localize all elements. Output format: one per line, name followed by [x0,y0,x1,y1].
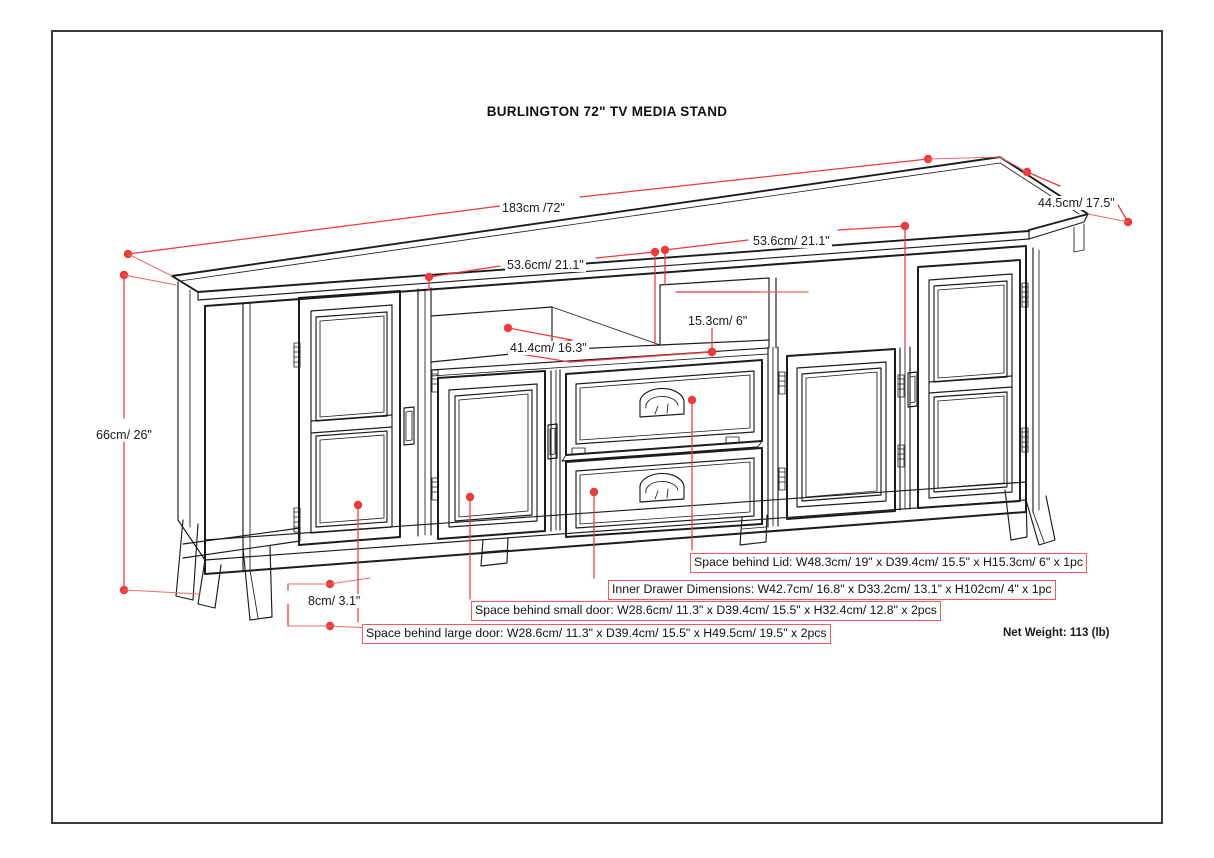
net-weight-label: Net Weight: 113 (lb) [1003,627,1110,639]
callout-space-behind-large-door: Space behind large door: W28.6cm/ 11.3" … [362,624,831,644]
dim-label-overall-depth: 44.5cm/ 17.5" [1036,196,1117,211]
dim-label-shelf-width: 41.4cm/ 16.3" [508,341,589,356]
dim-label-overall-width: 183cm /72" [500,201,567,216]
page-title: BURLINGTON 72" TV MEDIA STAND [486,104,728,119]
callout-space-behind-small-door: Space behind small door: W28.6cm/ 11.3" … [471,601,941,621]
dim-label-right-bay-width: 53.6cm/ 21.1" [751,234,832,249]
dim-label-overall-height: 66cm/ 26" [94,428,154,443]
callout-inner-drawer: Inner Drawer Dimensions: W42.7cm/ 16.8" … [608,580,1056,600]
dim-label-shelf-height: 15.3cm/ 6" [686,314,750,329]
callout-space-behind-lid: Space behind Lid: W48.3cm/ 19" x D39.4cm… [690,553,1088,573]
dim-label-leg-height: 8cm/ 3.1" [306,594,363,609]
page-border-frame [51,30,1163,824]
dim-label-left-bay-width: 53.6cm/ 21.1" [505,258,586,273]
